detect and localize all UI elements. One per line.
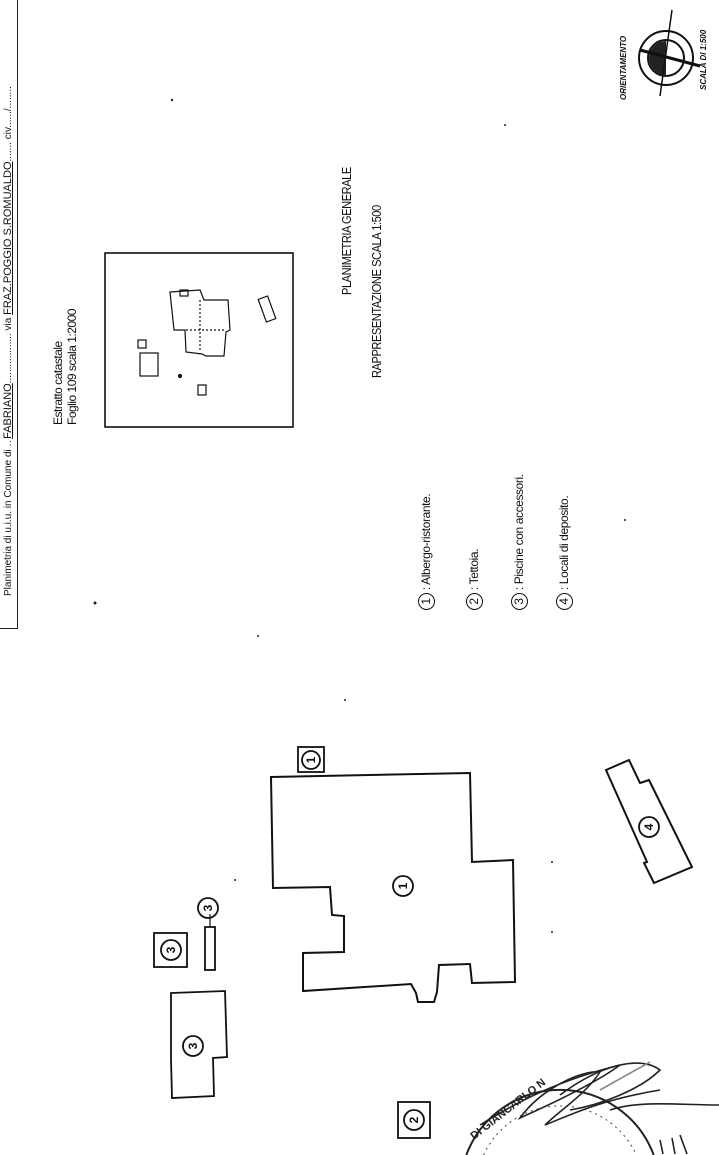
building-1-tag-box: [297, 746, 325, 773]
cadastral-extract-map: [104, 252, 294, 428]
pool-large: [170, 990, 228, 1099]
signature: [479, 1061, 719, 1155]
building-albergo-ristorante: [269, 771, 517, 1003]
label-building-1: 1: [396, 882, 410, 889]
pool-small-tag-box: [153, 932, 188, 968]
canopy-tag-box: [397, 1101, 431, 1139]
label-pool-small-tag: 3: [164, 946, 178, 953]
svg-text:DI GIANCARLO N: DI GIANCARLO N: [468, 1076, 548, 1142]
label-pool-large: 3: [186, 1042, 200, 1049]
label-storage-4: 4: [642, 823, 656, 830]
pool-small: [204, 926, 216, 971]
building-locali-deposito: [604, 758, 694, 885]
label-pool-small: 3: [201, 904, 215, 911]
scan-specks: [93, 98, 626, 933]
compass-icon: [638, 9, 701, 97]
label-circles: [160, 750, 660, 1131]
label-canopy-2: 2: [407, 1116, 421, 1123]
header-frame: [0, 0, 18, 629]
label-building-1-tag: 1: [304, 756, 318, 763]
